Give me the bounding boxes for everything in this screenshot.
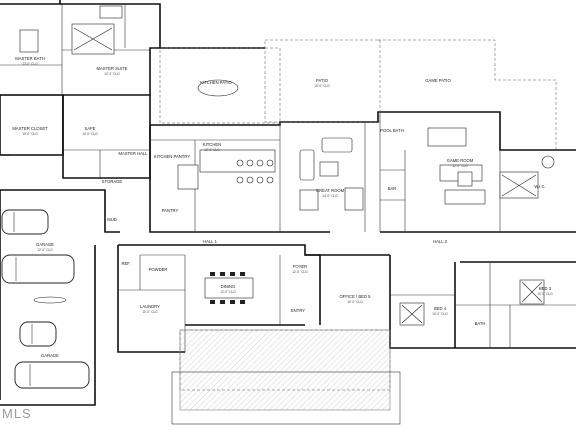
dim-office-bed5: 10'-0" CLG [347,300,363,304]
label-bed4: BED 4 [434,306,447,311]
label-master-hall: MASTER HALL [118,151,148,156]
dim-master-bath: 13'-0" CLG [22,62,38,66]
guest-bed [499,171,539,199]
pool-table [427,127,467,147]
furniture [19,5,555,326]
label-wic: W.I.C. [534,184,545,189]
pool-deck [179,329,391,411]
label-mud: MUD [107,217,117,222]
dim-safe: 10'-0" CLG [82,132,98,136]
room-labels: MASTER BATH 13'-0" CLG MASTER SUITE 12'-… [12,56,553,358]
label-entry: ENTRY [291,308,305,313]
label-bed3: BED 3 [539,286,552,291]
label-game-room: GAME ROOM [447,158,474,163]
label-safe: SAFE [85,126,96,131]
label-powder: POWDER [149,267,168,272]
label-ref: REF. [121,261,130,266]
label-pantry: PANTRY [162,208,179,213]
label-kitchen-pantry: KITCHEN PANTRY [154,154,190,159]
dim-garage-top: 12'-0" CLG [37,248,53,252]
dim-patio: 10'-0" CLG [314,84,330,88]
label-master-bath: MASTER BATH [15,56,44,61]
label-game-patio: GAME PATIO [425,78,451,83]
car-4 [14,361,90,389]
dim-dining: 12'-0" CLG [220,290,236,294]
label-office-bed5: OFFICE / BED 5 [340,294,372,299]
bar-stools [236,159,274,184]
label-master-closet: MASTER CLOSET [12,126,48,131]
label-hall2: HALL 2 [433,239,447,244]
interior-walls [0,4,576,352]
label-laundry: LAUNDRY [140,304,160,309]
label-foyer: FOYER [293,264,307,269]
motorcycle [33,296,67,304]
label-storage: STORAGE [102,179,123,184]
label-master-suite: MASTER SUITE [97,66,128,71]
label-pool-bath: POOL BATH [380,128,404,133]
label-hall1: HALL 1 [203,239,217,244]
dim-kitchen: 12'-0" CLG [204,148,220,152]
garage-cars [1,209,90,389]
car-2 [1,254,75,284]
label-bar: BAR [388,186,397,191]
pool-edge [171,371,401,425]
dim-laundry: 10'-0" CLG [142,310,158,314]
label-patio: PATIO [316,78,329,83]
dim-master-closet: 10'-0" CLG [22,132,38,136]
label-kitchen-patio: KITCHEN PATIO [200,80,232,85]
car-1 [1,209,49,235]
dim-bed4: 10'-0" CLG [432,312,448,316]
label-dining: DINING [221,284,236,289]
label-garage-top: GARAGE [36,242,54,247]
dim-master-suite: 12'-0" CLG [104,72,120,76]
dim-game-room: 12'-0" CLG [452,164,468,168]
dim-great-room: 14'-0" CLG [322,194,338,198]
label-great-room: GREAT ROOM [316,188,345,193]
label-kitchen: KITCHEN [203,142,221,147]
label-bath: BATH [475,321,486,326]
dining-table [204,277,254,299]
label-garage-bottom: GARAGE [41,353,59,358]
dim-bed3: 10'-0" CLG [537,292,553,296]
dim-foyer: 12'-0" CLG [292,270,308,274]
mls-watermark: MLS [2,406,32,421]
car-3 [19,321,57,347]
